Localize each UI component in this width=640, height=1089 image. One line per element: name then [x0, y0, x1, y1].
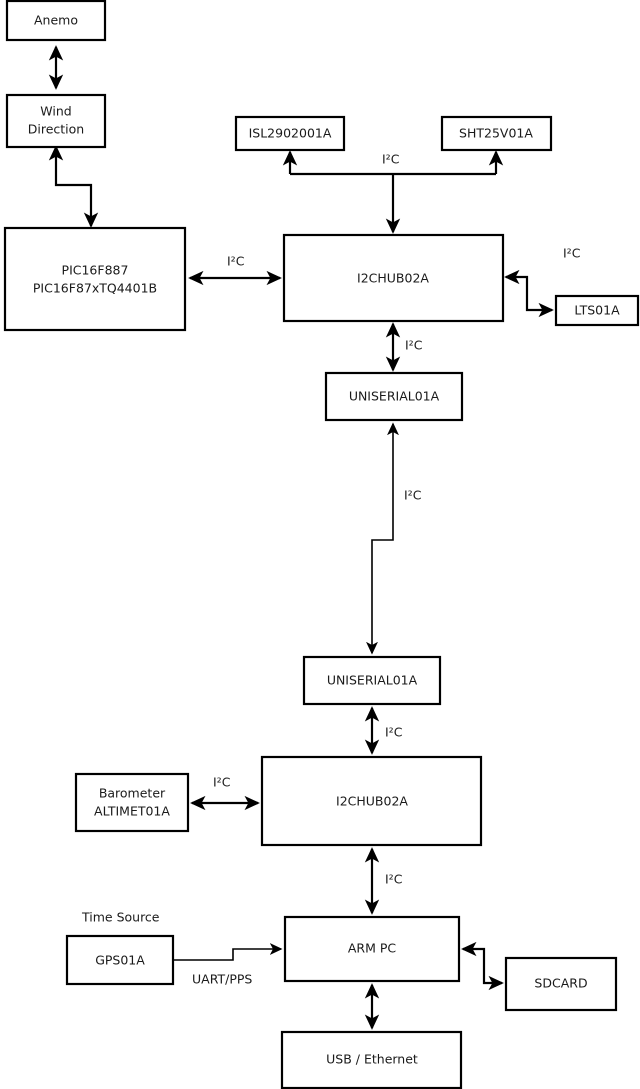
connector-gps-armpc — [173, 943, 283, 961]
node-gps01a[interactable] — [65, 934, 175, 986]
edge-label-i2c-pic-hub: I²C — [227, 254, 245, 269]
node-label-gps01a: GPS01A — [95, 953, 145, 968]
edge-label-i2c-top-sensors: I²C — [382, 152, 400, 167]
node-barometer[interactable] — [74, 772, 190, 833]
node-label-isl2902001a: ISL2902001A — [249, 126, 332, 141]
edge-label-i2c-hub-lts: I²C — [563, 246, 581, 261]
node-lts01a[interactable] — [554, 294, 640, 327]
node-label-barometer-line1: Barometer — [99, 786, 166, 801]
connector-uniserial-link — [366, 422, 399, 655]
label-time-source: Time Source — [81, 910, 160, 925]
node-label-uniserial01a-bottom: UNISERIAL01A — [327, 673, 418, 688]
node-uniserial01a-top[interactable] — [324, 371, 464, 422]
node-label-wind-line2: Direction — [28, 122, 84, 137]
node-label-anemo: Anemo — [34, 13, 78, 28]
node-uniserial01a-bottom[interactable] — [302, 655, 442, 706]
node-label-wind-line1: Wind — [40, 104, 71, 119]
node-label-sht25v01a: SHT25V01A — [459, 126, 533, 141]
node-label-i2chub02a-top: I2CHUB02A — [357, 271, 429, 286]
connector-armpc-sdcard — [461, 941, 504, 991]
node-wind-direction[interactable] — [5, 93, 107, 149]
node-anemo[interactable] — [5, 0, 107, 42]
connector-wind-pic — [48, 145, 99, 228]
node-label-pic-line1: PIC16F887 — [62, 263, 129, 278]
node-sdcard[interactable] — [504, 956, 618, 1012]
node-label-usb-ethernet: USB / Ethernet — [326, 1052, 418, 1067]
edge-label-i2c-hub-armpc: I²C — [385, 872, 403, 887]
edge-label-i2c-hub-uniserial: I²C — [405, 338, 423, 353]
node-i2chub02a-top[interactable] — [282, 233, 505, 323]
node-pic[interactable] — [3, 226, 187, 332]
node-label-pic-line2: PIC16F87xTQ4401B — [33, 281, 157, 296]
connector-hub-top-lts — [504, 269, 554, 318]
node-i2chub02a-bottom[interactable] — [260, 755, 483, 847]
node-label-lts01a: LTS01A — [574, 303, 620, 318]
node-label-armpc: ARM PC — [348, 941, 397, 956]
node-usb-ethernet[interactable] — [280, 1030, 463, 1089]
node-label-uniserial01a-top: UNISERIAL01A — [349, 389, 440, 404]
edge-label-i2c-barometer-hub: I²C — [213, 775, 231, 790]
edge-label-i2c-uniserial-link: I²C — [404, 488, 422, 503]
edge-label-i2c-uniserial-hub-bot: I²C — [385, 725, 403, 740]
node-label-sdcard: SDCARD — [534, 976, 587, 991]
node-armpc[interactable] — [283, 915, 461, 983]
node-label-barometer-line2: ALTIMET01A — [94, 804, 170, 819]
edge-label-uart-pps: UART/PPS — [192, 972, 252, 987]
node-label-i2chub02a-bottom: I2CHUB02A — [336, 794, 408, 809]
node-isl2902001a[interactable] — [234, 115, 346, 152]
node-sht25v01a[interactable] — [440, 115, 553, 152]
